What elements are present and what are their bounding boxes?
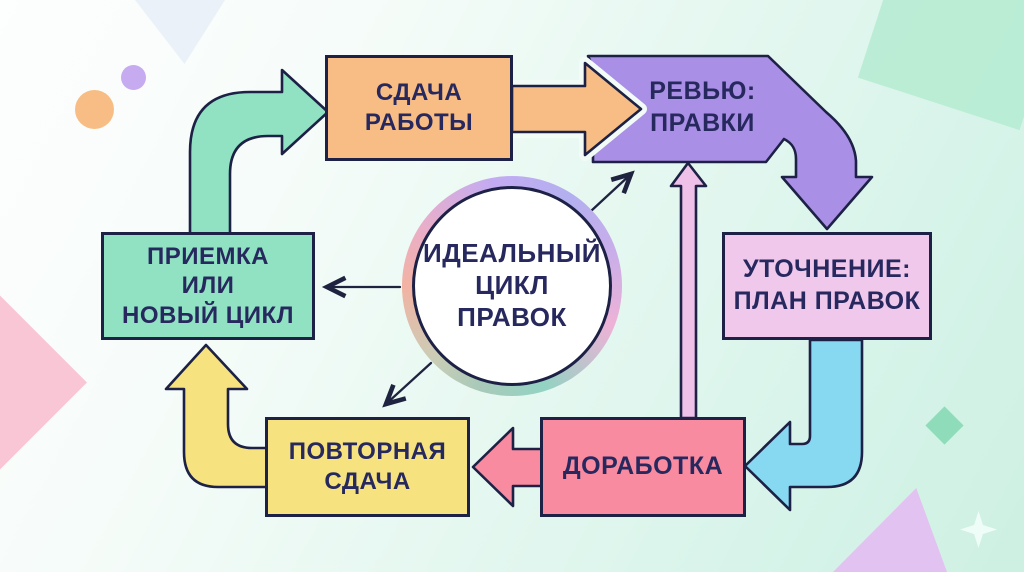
node-clarification: УТОЧНЕНИЕ: ПЛАН ПРАВОК: [722, 232, 932, 340]
decor-orange-circle: [75, 90, 114, 129]
node-submission-line1: СДАЧА: [375, 78, 463, 106]
node-rework-line1: ДОРАБОТКА: [562, 452, 724, 481]
center-title-line1: ИДЕАЛЬНЫЙ: [423, 238, 601, 269]
node-submission: СДАЧА РАБОТЫ: [325, 55, 513, 161]
node-review-line2: ПРАВКИ: [650, 109, 755, 137]
node-acceptance-line3: НОВЫЙ ЦИКЛ: [121, 301, 294, 329]
connector-center-to-resubmission: [382, 361, 433, 408]
center-title-line3: ПРАВОК: [457, 301, 567, 332]
arrow-rework-to-review: [669, 161, 708, 420]
node-resubmission-line2: СДАЧА: [324, 468, 411, 495]
node-clarification-line1: УТОЧНЕНИЕ:: [743, 255, 911, 284]
review-shape-and-arrow: [586, 54, 874, 231]
decor-purple-circle: [121, 65, 146, 90]
node-acceptance-line1: ПРИЕМКА: [147, 243, 269, 271]
arrow-clarification-to-rework: [743, 338, 864, 512]
node-clarification-line2: ПЛАН ПРАВОК: [733, 287, 921, 315]
arrow-resubmission-to-acceptance: [164, 343, 269, 489]
center-hub-circle: ИДЕАЛЬНЫЙ ЦИКЛ ПРАВОК: [412, 186, 612, 386]
node-acceptance: ПРИЕМКА ИЛИ НОВЫЙ ЦИКЛ: [101, 232, 315, 340]
node-resubmission: ПОВТОРНАЯ СДАЧА: [265, 417, 470, 517]
connector-center-to-review: [589, 170, 635, 213]
node-acceptance-line2: ИЛИ: [181, 272, 235, 300]
arrow-rework-to-resubmission: [471, 426, 544, 508]
node-rework: ДОРАБОТКА: [540, 417, 746, 517]
center-hub-gradient-ring: ИДЕАЛЬНЫЙ ЦИКЛ ПРАВОК: [402, 176, 622, 396]
node-review-label: РЕВЬЮ: ПРАВКИ: [600, 64, 805, 152]
node-resubmission-line1: ПОВТОРНАЯ: [288, 437, 447, 465]
node-submission-line2: РАБОТЫ: [364, 109, 474, 136]
center-title-line2: ЦИКЛ: [475, 270, 549, 301]
arrow-submission-to-review: [510, 61, 643, 157]
arrow-acceptance-to-submission: [188, 68, 330, 236]
node-review-line1: РЕВЬЮ:: [649, 77, 756, 106]
